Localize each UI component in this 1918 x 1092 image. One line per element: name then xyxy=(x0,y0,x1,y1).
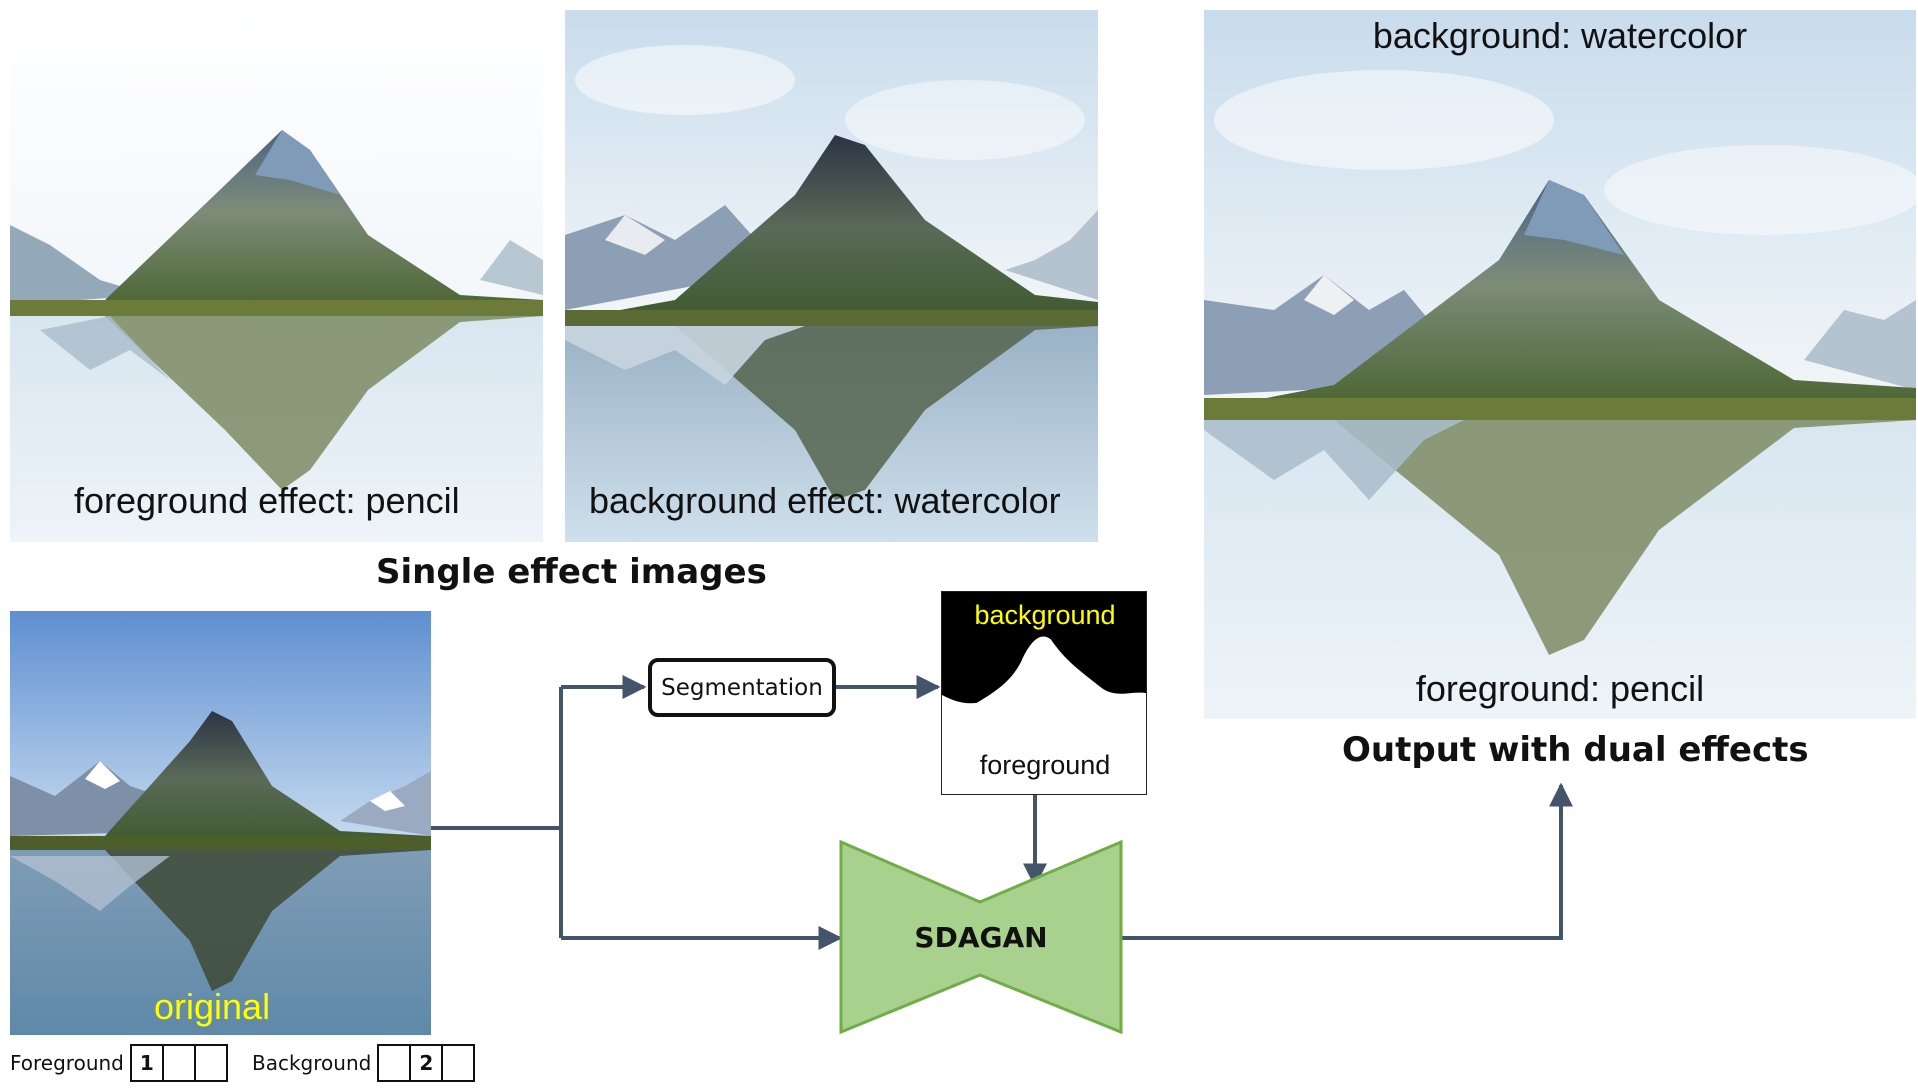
dual-output-heading: Output with dual effects xyxy=(1342,730,1809,770)
foreground-cell-3 xyxy=(193,1044,228,1082)
background-cell-3 xyxy=(441,1044,476,1082)
background-cell-1 xyxy=(377,1044,412,1082)
segmentation-foreground-label: foreground xyxy=(979,750,1111,780)
background-cell-2: 2 xyxy=(409,1044,444,1082)
sdagan-shape xyxy=(839,839,1123,1035)
single-effect-heading: Single effect images xyxy=(376,552,767,592)
dual-background-caption: background: watercolor xyxy=(1372,15,1748,56)
pencil-effect-image: foreground effect: pencil xyxy=(10,10,543,542)
background-legend: Background 2 xyxy=(252,1043,476,1083)
original-image: original xyxy=(10,611,431,1035)
segmentation-node: Segmentation xyxy=(648,658,836,717)
pencil-caption: foreground effect: pencil xyxy=(74,480,460,521)
watercolor-caption: background effect: watercolor xyxy=(589,480,1061,521)
segmentation-map: background foreground xyxy=(941,591,1147,795)
background-legend-label: Background xyxy=(252,1051,372,1075)
foreground-legend-label: Foreground xyxy=(10,1051,124,1075)
segmentation-background-label: background xyxy=(974,600,1116,630)
sdagan-label: SDAGAN xyxy=(914,921,1048,954)
dual-effect-output-image: background: watercolor foreground: penci… xyxy=(1204,10,1916,719)
original-caption: original xyxy=(154,986,271,1027)
watercolor-effect-image: background effect: watercolor xyxy=(565,10,1098,542)
dual-foreground-caption: foreground: pencil xyxy=(1415,668,1705,709)
foreground-legend: Foreground 1 xyxy=(10,1043,228,1083)
foreground-cell-1: 1 xyxy=(129,1044,164,1082)
foreground-cell-2 xyxy=(161,1044,196,1082)
sdagan-to-output-arrow xyxy=(1121,782,1573,940)
